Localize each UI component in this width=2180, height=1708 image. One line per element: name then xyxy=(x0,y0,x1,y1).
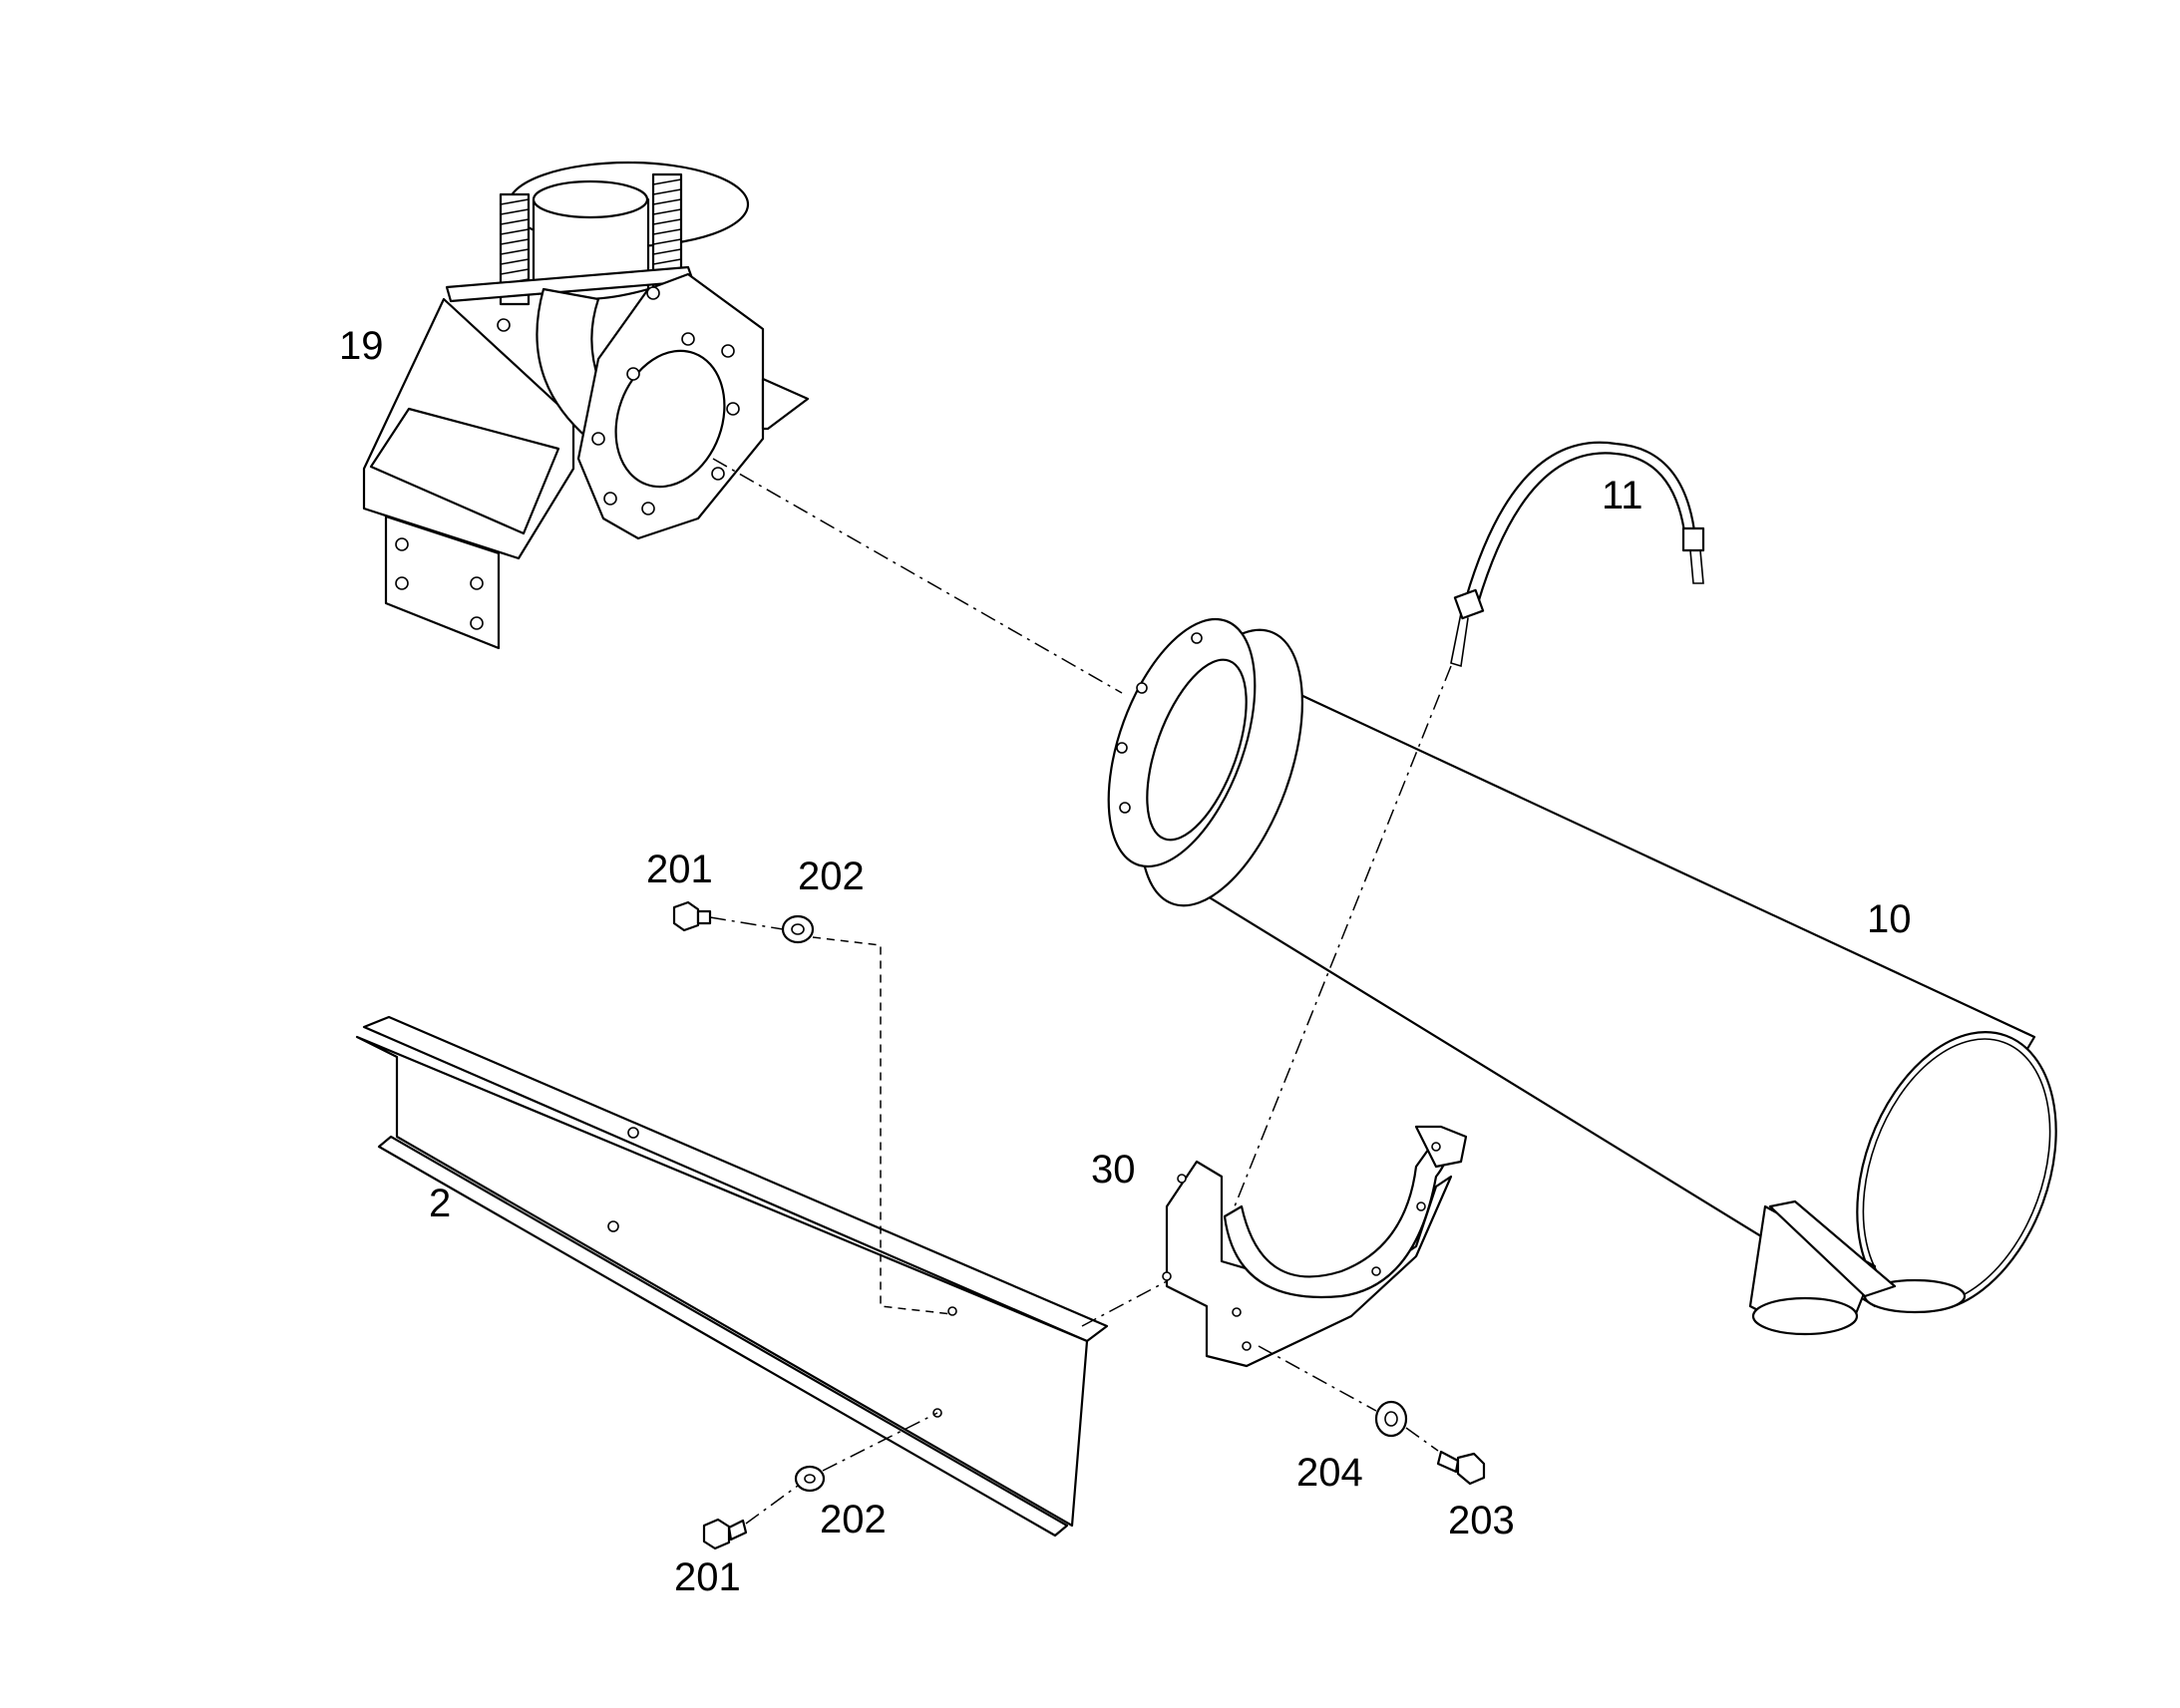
strap-buckle-right xyxy=(1681,526,1705,552)
callout-10: 10 xyxy=(1867,897,1912,941)
support-bracket-part-30 xyxy=(1162,1125,1468,1368)
bracket-tab xyxy=(1414,1125,1468,1169)
inlet-pipe xyxy=(1146,658,1248,842)
elbow-mount-part-19 xyxy=(362,161,810,650)
callout-202-top: 202 xyxy=(798,854,865,898)
pipe-top xyxy=(532,179,649,219)
bolt-201-bottom xyxy=(702,1518,748,1550)
callout-201-top: 201 xyxy=(646,848,713,891)
strap-buckle-left xyxy=(1453,588,1485,620)
heat-shield-part-2 xyxy=(355,1015,1109,1537)
callout-202-bottom: 202 xyxy=(820,1498,887,1541)
leader-19-to-10 xyxy=(712,458,1123,694)
outlet-elbow xyxy=(1768,1199,1897,1298)
bracket-cradle xyxy=(1223,1130,1449,1299)
bolt-203 xyxy=(1436,1450,1486,1486)
callout-201-bottom: 201 xyxy=(674,1555,741,1599)
leader-204-to-203 xyxy=(1405,1427,1439,1452)
leader-201-to-202-top xyxy=(709,916,784,930)
leader-2-to-30 xyxy=(1081,1280,1168,1327)
outlet-pipe-end xyxy=(1751,1296,1859,1336)
callout-204: 204 xyxy=(1296,1451,1363,1495)
callout-11: 11 xyxy=(1602,474,1643,517)
side-bracket xyxy=(761,377,810,431)
lower-plate xyxy=(384,514,501,650)
bolt-201-top xyxy=(672,900,712,932)
strap-end-right xyxy=(1689,549,1704,584)
shield-top-flange xyxy=(362,1015,1109,1343)
callout-30: 30 xyxy=(1091,1148,1136,1192)
muffler-part-10 xyxy=(1107,617,2057,1336)
callout-19: 19 xyxy=(339,324,384,368)
leader-202-bottom-to-shield xyxy=(822,1412,938,1472)
callout-203: 203 xyxy=(1448,1499,1515,1542)
washer-202-bottom xyxy=(794,1465,826,1493)
leader-11-to-30 xyxy=(1226,665,1452,1227)
leader-202-top-to-shield xyxy=(812,936,953,1315)
callout-2: 2 xyxy=(429,1182,451,1225)
strap-end-left xyxy=(1450,612,1469,668)
flange-hole xyxy=(614,349,726,489)
strap-band xyxy=(1464,441,1697,605)
shield-bottom-flange xyxy=(377,1135,1069,1537)
washer-204 xyxy=(1374,1400,1408,1438)
leader-bracket-to-204 xyxy=(1258,1345,1377,1412)
trough xyxy=(369,407,560,535)
washer-202-top xyxy=(781,914,815,944)
bracket-plate xyxy=(1165,1160,1453,1368)
strap-clamp-part-11 xyxy=(1450,441,1705,668)
shield-face xyxy=(355,1035,1089,1528)
leader-201-to-202-bottom xyxy=(745,1485,799,1525)
